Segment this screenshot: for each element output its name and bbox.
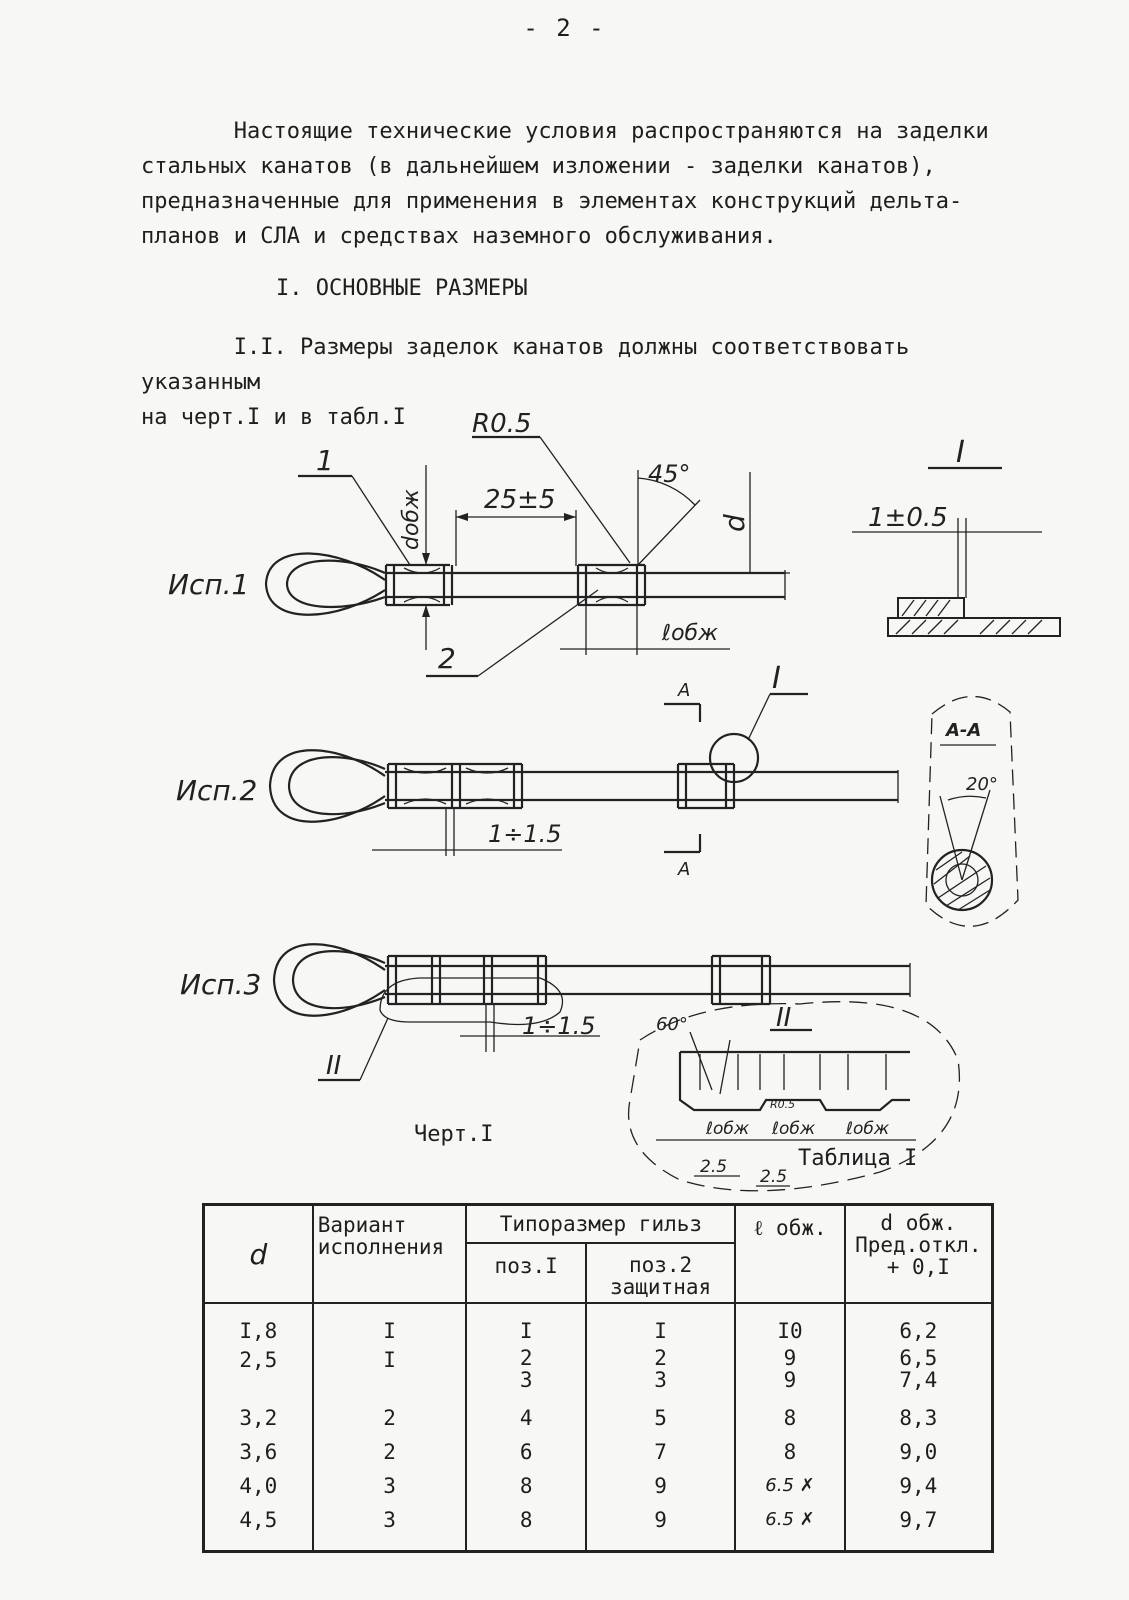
header-variant: Вариант исполнения bbox=[311, 1203, 468, 1304]
view-I-label: I bbox=[956, 435, 965, 470]
header-l-obzh: ℓ обж. bbox=[734, 1203, 846, 1304]
header-d-obzh: d обж. Пред.откл. + 0,I bbox=[843, 1203, 994, 1304]
dim-1-15-label: 1÷1.5 bbox=[488, 820, 562, 848]
table-row: 3,2 2 4 5 8 8,3 bbox=[202, 1405, 994, 1439]
variant-2-label: Исп.2 bbox=[176, 774, 257, 807]
header-pos1: поз.I bbox=[465, 1242, 587, 1304]
dim-25-5-label: 25±5 bbox=[484, 485, 555, 515]
dim-1-05-label: 1±0.5 bbox=[868, 503, 948, 533]
l-obzh-label: ℓобж bbox=[661, 621, 718, 646]
detail-view-I: I 1±0.5 bbox=[852, 435, 1061, 637]
section-heading: I. ОСНОВНЫЕ РАЗМЕРЫ bbox=[276, 276, 528, 301]
technical-drawing: 25±5 dобж 1 2 R0.5 45° d ℓобж Исп.1 bbox=[168, 409, 1061, 1192]
table-row: 4,0 3 8 9 6.5 ✗ 9,4 bbox=[202, 1473, 994, 1507]
header-pos2: поз.2 защитная bbox=[584, 1242, 737, 1304]
d-label: d bbox=[718, 514, 751, 532]
l-obzh-small-3: ℓобж bbox=[845, 1119, 890, 1139]
table-caption: Таблица I bbox=[798, 1146, 918, 1171]
section-a-top: A bbox=[677, 680, 690, 701]
r05-small-label: R0.5 bbox=[770, 1098, 795, 1111]
r05-label: R0.5 bbox=[472, 409, 531, 439]
angle-20-label: 20° bbox=[966, 774, 998, 795]
figure-caption: Черт.I bbox=[414, 1122, 494, 1147]
header-sleeve-size: Типоразмер гильз bbox=[465, 1203, 737, 1244]
angle-45-label: 45° bbox=[648, 460, 691, 488]
l-obzh-small-1: ℓобж bbox=[705, 1119, 750, 1139]
dim-25b-label: 2.5 bbox=[760, 1167, 787, 1187]
table-row: 4,5 3 8 9 6.5 ✗ 9,7 bbox=[202, 1507, 994, 1551]
d-obzh-label: dобж bbox=[399, 489, 424, 550]
pos-2-label: 2 bbox=[438, 642, 456, 675]
detail-view-II: II 60° R0.5 ℓобж ℓобж ℓобж 2.5 2.5 bbox=[628, 1001, 960, 1192]
header-d: d bbox=[202, 1203, 314, 1304]
l-obzh-small-2: ℓобж bbox=[771, 1119, 816, 1139]
pos-1-label: 1 bbox=[316, 444, 334, 477]
view-II-label: II bbox=[776, 1003, 791, 1033]
dim-25a-label: 2.5 bbox=[700, 1157, 727, 1177]
page-number: - 2 - bbox=[523, 14, 606, 42]
dim-1-15b-label: 1÷1.5 bbox=[522, 1012, 596, 1040]
table-row: I,8 I I I I0 6,2 bbox=[202, 1303, 994, 1347]
section-a-bottom: A bbox=[677, 859, 690, 880]
variant-2-drawing: I A A 1÷1.5 Исп.2 bbox=[176, 661, 899, 880]
intro-paragraph: Настоящие технические условия распростра… bbox=[141, 119, 989, 249]
section-a-a: A-A 20° bbox=[925, 695, 1019, 927]
view-II-callout: II bbox=[326, 1051, 341, 1081]
clause-1-1: I.I. Размеры заделок канатов должны соот… bbox=[141, 335, 910, 430]
angle-60-label: 60° bbox=[656, 1014, 688, 1035]
view-I-callout: I bbox=[772, 661, 781, 696]
variant-3-label: Исп.3 bbox=[180, 968, 261, 1001]
table-row: 3,6 2 6 7 8 9,0 bbox=[202, 1439, 994, 1473]
variant-1-drawing: 25±5 dобж 1 2 R0.5 45° d ℓобж Исп.1 bbox=[168, 409, 790, 678]
variant-1-label: Исп.1 bbox=[168, 568, 249, 601]
section-aa-label: A-A bbox=[944, 720, 981, 741]
variant-3-drawing: II 1÷1.5 Исп.3 bbox=[180, 943, 911, 1082]
specification-table: d Вариант исполнения Типоразмер гильз ℓ … bbox=[202, 1203, 994, 1553]
